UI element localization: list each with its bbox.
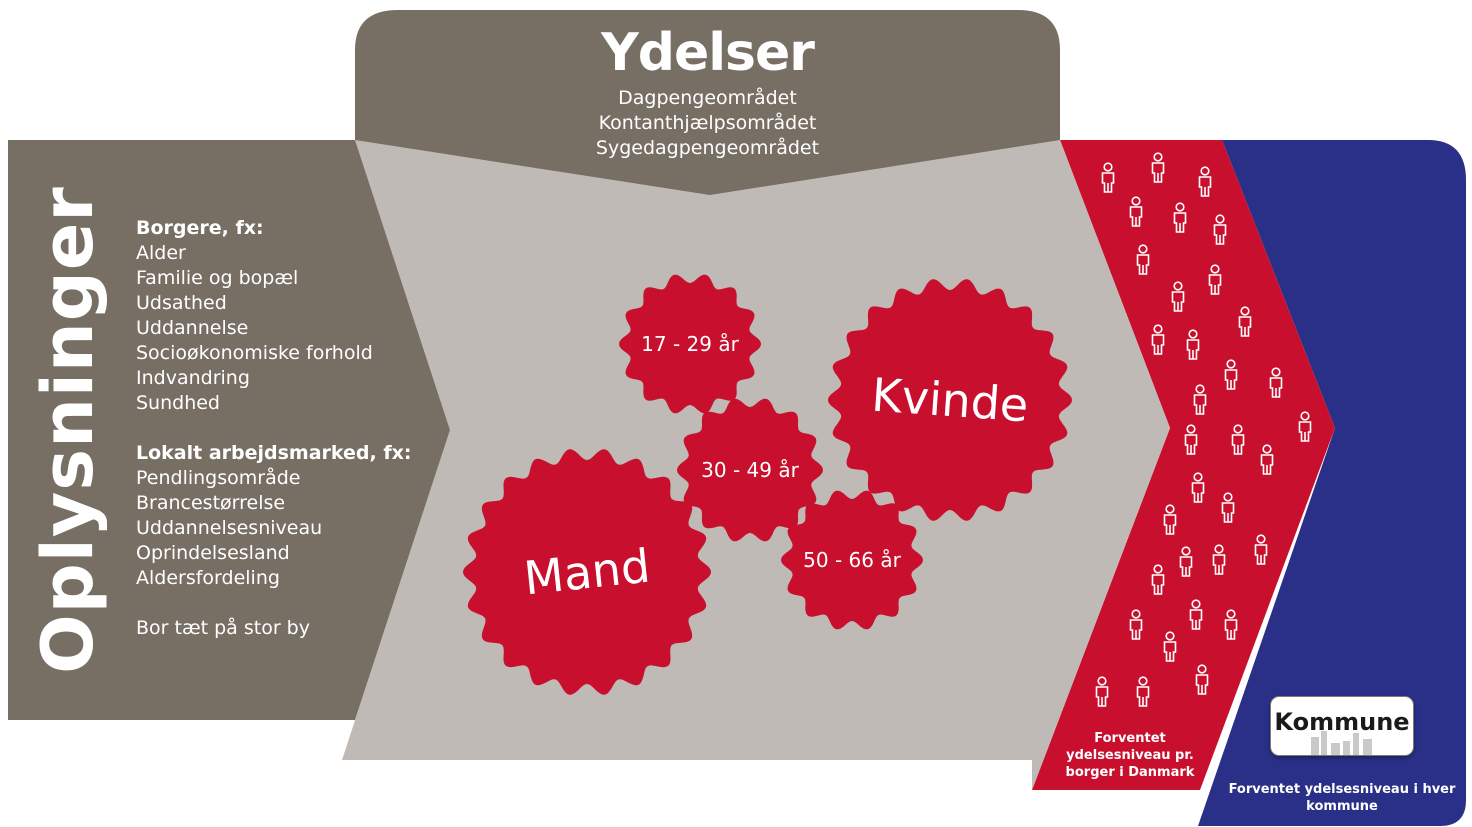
person-icon — [1238, 306, 1252, 337]
arbejdsmarked-item: Oprindelsesland — [136, 542, 290, 564]
person-icon — [1269, 367, 1283, 398]
borgere-heading: Borgere, fx: — [136, 217, 264, 239]
arbejdsmarked-item: Uddannelsesniveau — [136, 517, 323, 539]
blue-band-caption: Forventet ydelsesniveau i hver kommune — [1228, 782, 1456, 814]
person-icon — [1129, 609, 1143, 640]
ydelser-item: Dagpengeområdet — [618, 87, 797, 109]
person-icon — [1298, 411, 1312, 442]
person-icon — [1221, 492, 1235, 523]
arbejdsmarked-item: Pendlingsområde — [136, 467, 301, 489]
person-icon — [1129, 196, 1143, 227]
person-icon — [1260, 444, 1274, 475]
info-list: Borgere, fx: Alder Familie og bopæl Udsa… — [136, 216, 411, 641]
person-icon — [1191, 472, 1205, 503]
person-icon — [1101, 162, 1115, 193]
gear-label-male: Mand — [521, 539, 652, 606]
gear-group: 17 - 29 år Kvinde 30 - 49 år 50 - 66 år Mand — [463, 274, 1072, 695]
person-icon — [1193, 384, 1207, 415]
kommune-label: Kommune — [1274, 708, 1410, 736]
red-band — [1032, 140, 1335, 790]
ydelser-item: Sygedagpengeområdet — [595, 137, 820, 159]
borgere-item: Familie og bopæl — [136, 267, 299, 289]
kommune-box: Kommune — [1270, 696, 1414, 756]
ydelser-item: Kontanthjælpsområdet — [598, 112, 817, 134]
gear-label-age1: 17 - 29 år — [641, 332, 739, 356]
arbejdsmarked-item: Brancestørrelse — [136, 492, 286, 514]
oplysninger-title: Oplysninger — [27, 186, 109, 674]
person-icon — [1198, 166, 1212, 197]
person-icon-group — [1095, 152, 1312, 707]
extra-item: Bor tæt på stor by — [136, 617, 310, 639]
person-icon — [1224, 359, 1238, 390]
red-band-caption: Forventet ydelsesniveau pr. borger i Dan… — [1065, 731, 1195, 780]
borgere-item: Indvandring — [136, 367, 250, 389]
person-icon — [1151, 564, 1165, 595]
gear-label-age3: 50 - 66 år — [803, 548, 901, 572]
person-icon — [1163, 504, 1177, 535]
ydelser-list: Dagpengeområdet Kontanthjælpsområdet Syg… — [355, 86, 1060, 161]
person-icon — [1224, 609, 1238, 640]
person-icon — [1136, 676, 1150, 707]
person-icon — [1173, 202, 1187, 233]
gear-age3 — [781, 490, 923, 630]
borgere-item: Socioøkonomiske forhold — [136, 342, 373, 364]
person-icon — [1179, 546, 1193, 577]
arbejdsmarked-heading: Lokalt arbejdsmarked, fx: — [136, 442, 412, 464]
borgere-item: Uddannelse — [136, 317, 249, 339]
gear-label-age2: 30 - 49 år — [701, 458, 799, 482]
blue-band — [1198, 140, 1466, 826]
person-icon — [1136, 244, 1150, 275]
person-icon — [1208, 264, 1222, 295]
arbejdsmarked-item: Aldersfordeling — [136, 567, 280, 589]
person-icon — [1171, 281, 1185, 312]
person-icon — [1212, 544, 1226, 575]
gear-female — [828, 279, 1072, 521]
city-skyline-icon — [1311, 731, 1372, 755]
borgere-item: Sundhed — [136, 392, 220, 414]
person-icon — [1095, 676, 1109, 707]
person-icon — [1184, 424, 1198, 455]
gear-age1 — [619, 274, 761, 414]
person-icon — [1189, 599, 1203, 630]
borgere-item: Alder — [136, 242, 186, 264]
person-icon — [1186, 329, 1200, 360]
person-icon — [1254, 534, 1268, 565]
spacer — [136, 591, 411, 616]
person-icon — [1163, 631, 1177, 662]
borgere-item: Udsathed — [136, 292, 227, 314]
person-icon — [1213, 214, 1227, 245]
person-icon — [1151, 324, 1165, 355]
ydelser-tab — [355, 10, 1060, 195]
person-icon — [1151, 152, 1165, 183]
spacer — [136, 416, 411, 441]
person-icon — [1231, 424, 1245, 455]
gear-age2 — [677, 398, 823, 542]
gear-label-female: Kvinde — [870, 368, 1030, 433]
ydelser-title: Ydelser — [601, 23, 815, 83]
person-icon — [1195, 664, 1209, 695]
oplysninger-panel — [8, 140, 450, 720]
gear-male — [463, 449, 711, 695]
